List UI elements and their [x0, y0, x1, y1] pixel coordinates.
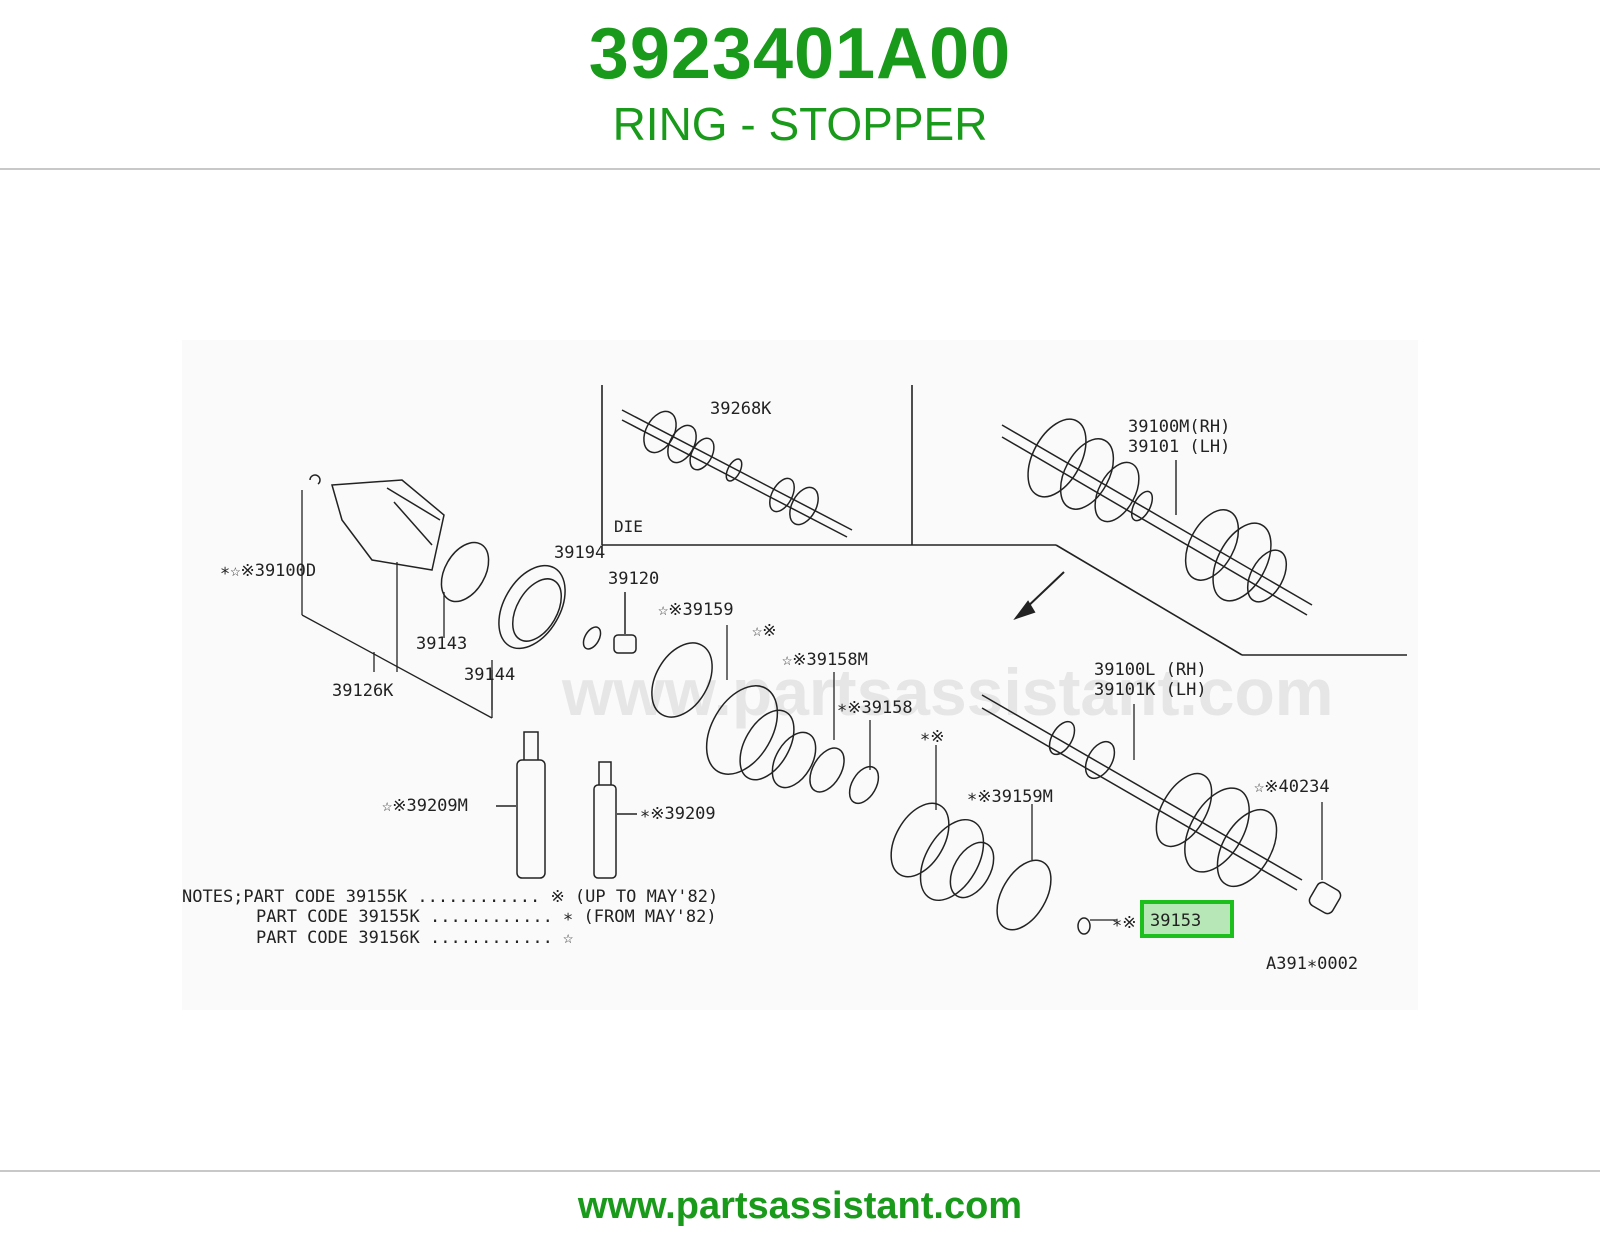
callout-39158: ∗※39158	[837, 698, 913, 718]
callout-mark-2: ∗※	[920, 727, 944, 747]
outer-joint-housing	[309, 474, 637, 654]
callout-39100d: ∗☆※39100D	[220, 561, 316, 581]
watermark-text: www.partsassistant.com	[561, 655, 1333, 729]
callout-39158m: ☆※39158M	[782, 650, 868, 670]
callout-39209: ∗※39209	[640, 804, 716, 824]
callout-39101k-lh: 39101K (LH)	[1094, 680, 1207, 700]
leader-lines-left	[301, 490, 493, 719]
callout-39194: 39194	[554, 543, 605, 563]
callout-39120: 39120	[608, 569, 659, 589]
inset-frame	[601, 385, 1407, 656]
callout-39100m-rh: 39100M(RH)	[1128, 417, 1230, 437]
callout-39144: 39144	[464, 665, 515, 685]
diagram-background	[182, 340, 1418, 1010]
note-line-1: NOTES;PART CODE 39155K ............ ※ (U…	[182, 887, 718, 907]
note-line-2: PART CODE 39155K ............ ∗ (FROM MA…	[256, 907, 717, 927]
callout-39100l-rh: 39100L (RH)	[1094, 660, 1207, 680]
callout-39153-highlighted[interactable]: 39153	[1150, 911, 1201, 931]
callout-39143: 39143	[416, 634, 467, 654]
footer-url[interactable]: www.partsassistant.com	[577, 1185, 1023, 1227]
part-number-title: 3923401A00	[588, 14, 1012, 94]
assembled-driveshaft-rh-top	[1001, 418, 1313, 616]
direction-arrow	[1013, 571, 1065, 620]
callout-39159m: ∗※39159M	[967, 787, 1053, 807]
highlight-box-39153[interactable]	[1140, 900, 1234, 938]
callout-39209m: ☆※39209M	[382, 796, 468, 816]
assembled-driveshaft-lower	[981, 694, 1342, 915]
callout-40234: ☆※40234	[1254, 777, 1330, 797]
diagram-svg: www.partsassistant.com 39268K DIE	[182, 340, 1418, 1010]
header-divider	[0, 168, 1600, 170]
note-line-3: PART CODE 39156K ............ ☆	[256, 928, 573, 948]
footer-divider	[0, 1170, 1600, 1172]
callout-39268k: 39268K	[710, 399, 772, 419]
exploded-parts-diagram: www.partsassistant.com 39268K DIE	[182, 340, 1418, 1010]
callout-star-mark: ☆※	[752, 621, 776, 641]
grease-tubes	[496, 731, 637, 879]
callout-39101-lh: 39101 (LH)	[1128, 437, 1230, 457]
callout-39126k: 39126K	[332, 681, 394, 701]
part-name-subtitle: RING - STOPPER	[612, 98, 988, 150]
drawing-code: A391∗0002	[1266, 954, 1358, 974]
boots-and-clamps	[651, 642, 1091, 935]
callout-39153-prefix: ∗※	[1112, 913, 1136, 933]
callout-39159: ☆※39159	[658, 600, 734, 620]
inset-label-die: DIE	[614, 517, 643, 536]
inset-driveshaft-drawing	[621, 409, 853, 538]
leader-lines-center	[726, 625, 1323, 921]
page-header: 3923401A00 RING - STOPPER	[0, 0, 1600, 170]
